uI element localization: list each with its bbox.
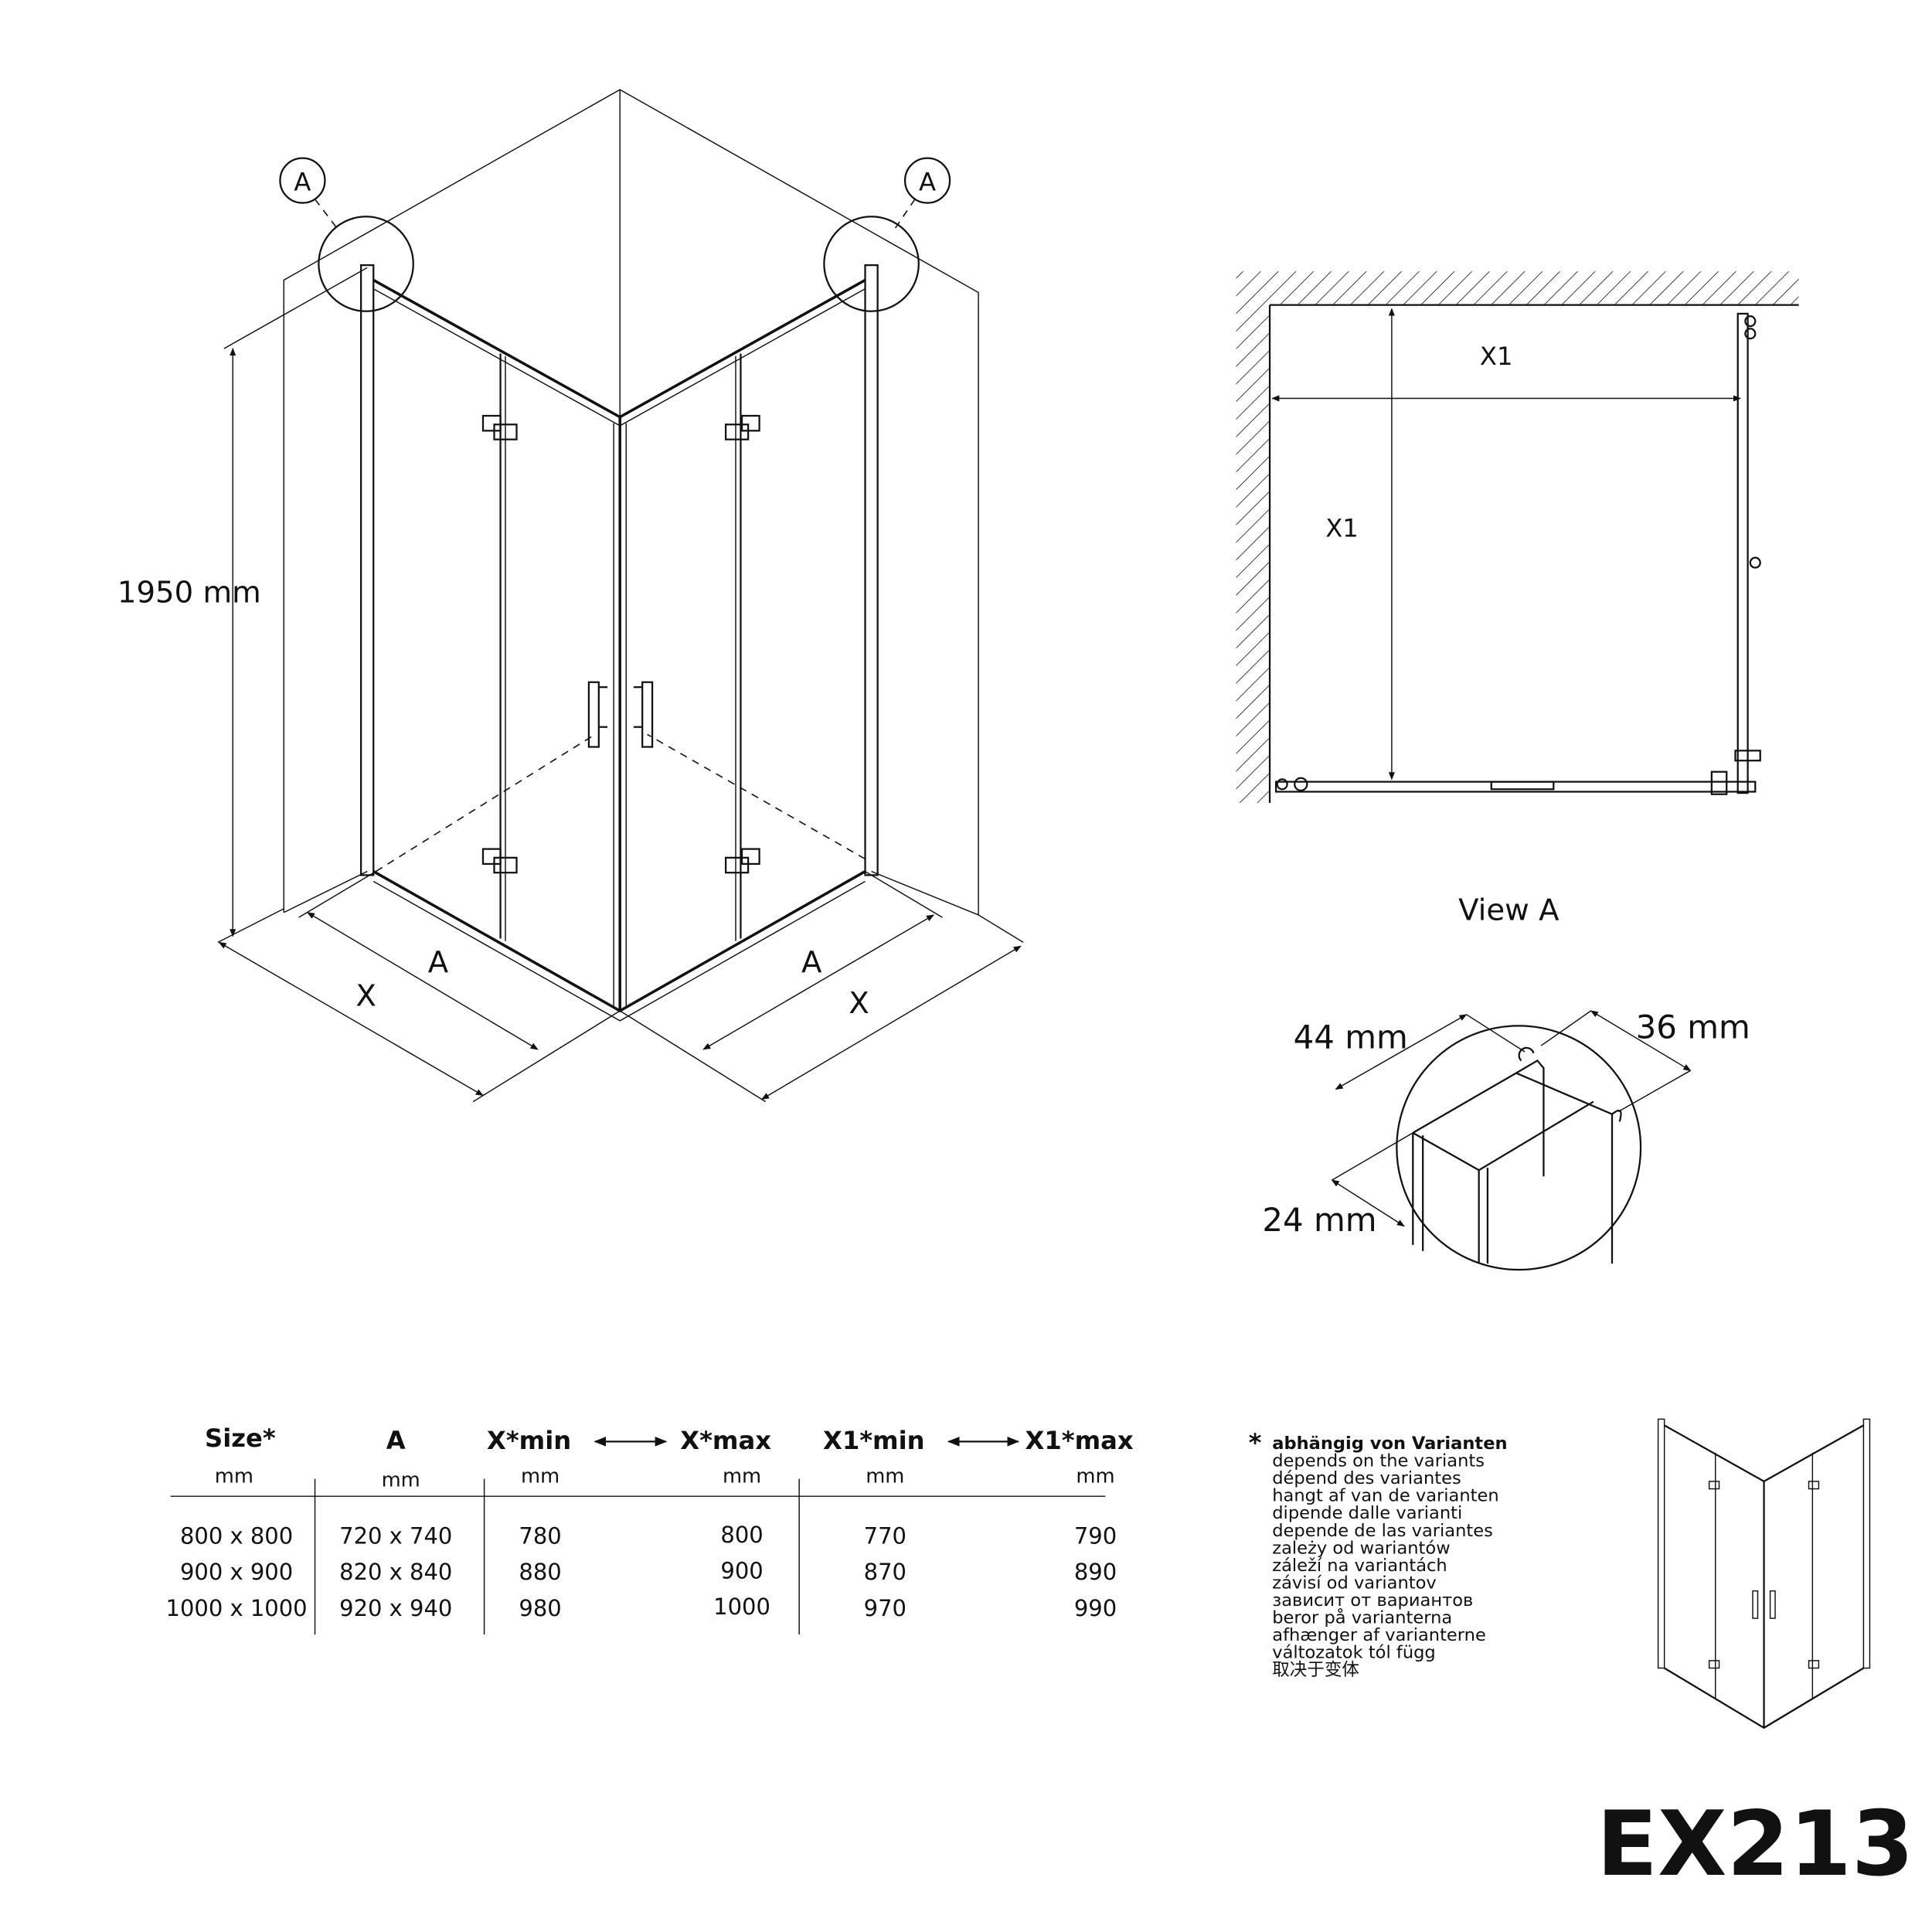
profile-curl bbox=[1518, 1046, 1535, 1062]
cell: 800 bbox=[720, 1522, 763, 1548]
header-x1-max: X1*max bbox=[1026, 1426, 1134, 1455]
door-handle-icon bbox=[633, 681, 654, 748]
hinge-icon bbox=[481, 414, 518, 440]
hinge-icon bbox=[481, 848, 518, 874]
note-line: afhænger af varianterne bbox=[1272, 1625, 1486, 1645]
cell: 1000 x 1000 bbox=[166, 1595, 308, 1621]
hinge-icon bbox=[724, 414, 760, 440]
cell: 980 bbox=[519, 1595, 561, 1621]
cell: 890 bbox=[1074, 1559, 1117, 1585]
cell: 870 bbox=[864, 1559, 906, 1585]
profile-lip bbox=[1611, 1109, 1622, 1122]
detail-marker-left: A bbox=[279, 157, 414, 312]
floor-dashed-left bbox=[376, 733, 596, 872]
profile-outline bbox=[1412, 1059, 1614, 1264]
unit: mm bbox=[382, 1468, 420, 1492]
unit: mm bbox=[723, 1464, 761, 1488]
door-handle-icon bbox=[587, 681, 608, 748]
note-line: változatok tól függ bbox=[1272, 1643, 1435, 1663]
header-x1-min: X1*min bbox=[823, 1426, 925, 1455]
cell: 880 bbox=[519, 1559, 561, 1585]
header-x-max: X*max bbox=[680, 1426, 771, 1455]
top-edge bbox=[372, 278, 866, 419]
detail-marker-label: A bbox=[919, 167, 936, 196]
size-table: Size* A X*min X*max X1*min X1*max mm mm … bbox=[166, 1423, 1134, 1635]
note-line: závisí od variantov bbox=[1272, 1573, 1437, 1593]
right-wall-profile bbox=[864, 264, 879, 876]
note-line: зависит от вариантов bbox=[1272, 1590, 1473, 1611]
detail-marker-right: A bbox=[823, 157, 951, 312]
height-dimension: 1950 mm bbox=[117, 267, 368, 944]
note-line: beror på varianterna bbox=[1272, 1607, 1452, 1628]
view-a-plan: X1 X1 View A bbox=[1236, 271, 1799, 927]
floor-dashed-right bbox=[647, 733, 866, 860]
dimension-x-right: X bbox=[760, 945, 1022, 1100]
cell: 790 bbox=[1074, 1522, 1117, 1549]
cell: 820 x 840 bbox=[339, 1559, 452, 1585]
front-panel-plan bbox=[1274, 781, 1757, 793]
isometric-enclosure-drawing: A A 1950 mm A X bbox=[117, 89, 1024, 1103]
x1-horizontal-label: X1 bbox=[1480, 342, 1513, 371]
model-code: EX213 bbox=[1597, 1792, 1914, 1896]
left-wall-profile bbox=[360, 264, 375, 876]
dim-a-label: A bbox=[801, 945, 822, 980]
dim-36-label: 36 mm bbox=[1636, 1008, 1750, 1046]
note-line: dépend des variantes bbox=[1272, 1468, 1461, 1488]
dim-x-label: X bbox=[355, 979, 376, 1014]
hinge-icon bbox=[724, 848, 760, 874]
cell: 1000 bbox=[713, 1594, 770, 1620]
note-line: 取决于变体 bbox=[1272, 1660, 1359, 1680]
left-wall-hatch bbox=[1236, 271, 1270, 803]
wall-floor-right bbox=[871, 870, 979, 916]
header-a: A bbox=[386, 1426, 406, 1455]
table-row: 1000 x 1000 920 x 940 980 1000 970 990 bbox=[166, 1594, 1117, 1621]
dim-44-label: 44 mm bbox=[1294, 1018, 1408, 1056]
view-a-title: View A bbox=[1458, 893, 1560, 927]
cell: 770 bbox=[864, 1522, 906, 1549]
note-asterisk: * bbox=[1249, 1428, 1262, 1458]
unit: mm bbox=[1076, 1464, 1114, 1488]
dimension-a-left: A bbox=[298, 870, 621, 1103]
dimension-x-left: X bbox=[218, 941, 484, 1097]
header-x-min: X*min bbox=[487, 1426, 571, 1455]
cell: 990 bbox=[1074, 1595, 1117, 1621]
enclosure-thumbnail bbox=[1657, 1418, 1871, 1730]
note-line: depends on the variants bbox=[1272, 1451, 1485, 1471]
note-line: hangt af van de varianten bbox=[1272, 1486, 1498, 1506]
x1-vertical-label: X1 bbox=[1325, 513, 1359, 543]
profile-detail: 44 mm 36 mm 24 mm bbox=[1262, 1008, 1750, 1271]
dim-x-label: X bbox=[849, 986, 869, 1021]
unit: mm bbox=[521, 1464, 560, 1488]
cell: 970 bbox=[864, 1595, 906, 1621]
note-line: zależy od wariantów bbox=[1272, 1538, 1450, 1558]
cell: 780 bbox=[519, 1522, 561, 1549]
note-line: dipende dalle varianti bbox=[1272, 1503, 1462, 1523]
dim-a-label: A bbox=[428, 945, 449, 980]
unit: mm bbox=[866, 1464, 904, 1488]
side-panel-plan bbox=[1736, 312, 1749, 794]
note-line: záleží na variantách bbox=[1272, 1556, 1447, 1576]
variant-note: * abhängig von Varianten depends on the … bbox=[1249, 1428, 1508, 1680]
cell: 900 x 900 bbox=[180, 1559, 293, 1585]
cell: 720 x 740 bbox=[339, 1522, 452, 1549]
note-line: depende de las variantes bbox=[1272, 1521, 1493, 1541]
wall-outline bbox=[283, 89, 979, 915]
cell: 800 x 800 bbox=[180, 1522, 293, 1549]
cell: 920 x 940 bbox=[339, 1595, 452, 1621]
header-size: Size* bbox=[205, 1423, 276, 1453]
table-row: 800 x 800 720 x 740 780 800 770 790 bbox=[180, 1522, 1117, 1549]
wall-floor-left bbox=[283, 870, 368, 913]
top-edge-inner bbox=[372, 288, 866, 427]
height-label: 1950 mm bbox=[117, 576, 261, 611]
note-line: abhängig von Varianten bbox=[1272, 1434, 1507, 1454]
table-row: 900 x 900 820 x 840 880 900 870 890 bbox=[180, 1558, 1117, 1586]
top-wall-hatch bbox=[1270, 271, 1799, 305]
unit: mm bbox=[215, 1464, 253, 1488]
cell: 900 bbox=[720, 1558, 763, 1584]
dim-24-label: 24 mm bbox=[1262, 1201, 1376, 1239]
detail-marker-label: A bbox=[294, 167, 311, 196]
